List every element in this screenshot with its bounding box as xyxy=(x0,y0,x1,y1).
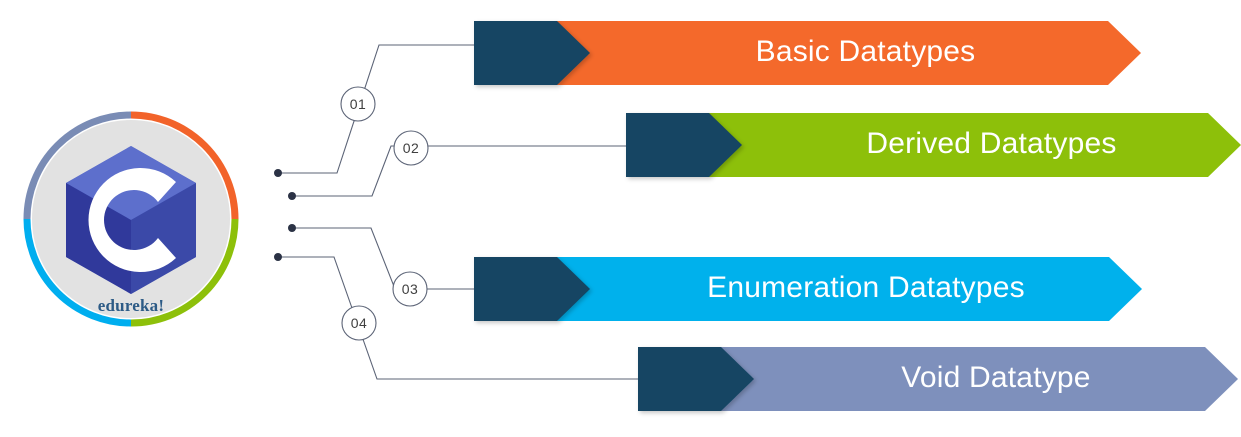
arrow-head-void-datatype xyxy=(638,347,754,411)
arrow-body-derived-datatypes xyxy=(626,113,1241,177)
number-marker-02[interactable] xyxy=(393,130,429,166)
logo-brand-text: edureka! xyxy=(97,296,165,315)
arrow-bar-basic-datatypes[interactable] xyxy=(474,21,1141,85)
ring-arc-top-right xyxy=(130,111,239,220)
connector-path-03 xyxy=(292,227,474,290)
ring-arc-bottom-left xyxy=(23,218,132,327)
arrow-body-void-datatype xyxy=(638,347,1238,411)
number-marker-03[interactable] xyxy=(392,271,428,307)
arrow-body-basic-datatypes xyxy=(474,21,1141,85)
connector-lines xyxy=(278,44,638,380)
logo-group xyxy=(23,111,239,327)
connector-path-02 xyxy=(292,145,626,197)
connector-dot-03 xyxy=(288,224,296,232)
connector-dot-01 xyxy=(274,169,282,177)
connector-dot-02 xyxy=(288,192,296,200)
number-markers xyxy=(340,86,429,341)
connector-dots xyxy=(274,169,296,261)
arrow-head-derived-datatypes xyxy=(626,113,742,177)
number-marker-01[interactable] xyxy=(340,86,376,122)
ring-arc-bottom-right xyxy=(130,218,239,327)
arrow-bar-enumeration-datatypes[interactable] xyxy=(474,257,1142,321)
ring-arc-top-left xyxy=(23,111,132,220)
arrow-head-basic-datatypes xyxy=(474,21,590,85)
connector-path-01 xyxy=(278,44,474,174)
connector-dot-04 xyxy=(274,253,282,261)
arrow-head-enumeration-datatypes xyxy=(474,257,590,321)
number-marker-04[interactable] xyxy=(341,305,377,341)
arrow-body-enumeration-datatypes xyxy=(474,257,1142,321)
arrow-bar-derived-datatypes[interactable] xyxy=(626,113,1241,177)
logo-letter-c xyxy=(88,168,176,272)
arrow-bar-void-datatype[interactable] xyxy=(638,347,1238,411)
